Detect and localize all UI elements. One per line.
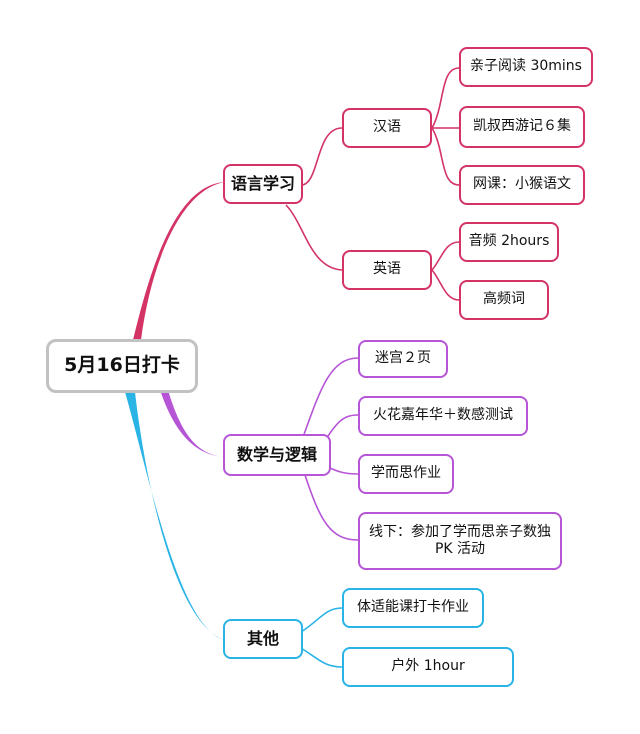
link-math-item-4	[304, 474, 359, 541]
sub-english[interactable]: 英语	[342, 250, 432, 290]
branch-language[interactable]: 语言学习	[223, 164, 303, 204]
link-other-item-1	[300, 607, 343, 633]
link-english-item-1	[431, 241, 460, 271]
item-math-1[interactable]: 迷宫２页	[358, 340, 448, 378]
branch-other[interactable]: 其他	[223, 619, 303, 659]
link-math-item-1	[301, 357, 359, 441]
item-other-1[interactable]: 体适能课打卡作业	[342, 588, 484, 628]
item-chinese-3[interactable]: 网课：小猴语文	[459, 165, 585, 205]
link-language-chinese	[300, 127, 343, 186]
link-root-other	[125, 392, 225, 640]
link-chinese-item-3	[431, 127, 460, 186]
link-root-math	[160, 390, 225, 457]
branch-math[interactable]: 数学与逻辑	[223, 434, 331, 476]
link-root-language	[133, 182, 225, 340]
item-math-2[interactable]: 火花嘉年华＋数感测试	[358, 396, 528, 436]
item-english-1[interactable]: 音频 2hours	[459, 222, 559, 262]
link-chinese-item-1	[431, 67, 460, 129]
link-language-english	[285, 204, 343, 271]
root-node[interactable]: 5月16日打卡	[46, 339, 198, 393]
item-chinese-2[interactable]: 凯叔西游记６集	[459, 106, 585, 148]
item-math-3[interactable]: 学而思作业	[358, 454, 454, 494]
item-chinese-1[interactable]: 亲子阅读 30mins	[459, 47, 593, 87]
item-math-4[interactable]: 线下：参加了学而思亲子数独 PK 活动	[358, 512, 562, 570]
item-english-2[interactable]: 高频词	[459, 280, 549, 320]
link-english-item-2	[431, 269, 460, 301]
link-other-item-2	[300, 647, 343, 668]
item-other-2[interactable]: 户外 1hour	[342, 647, 514, 687]
sub-chinese[interactable]: 汉语	[342, 108, 432, 148]
